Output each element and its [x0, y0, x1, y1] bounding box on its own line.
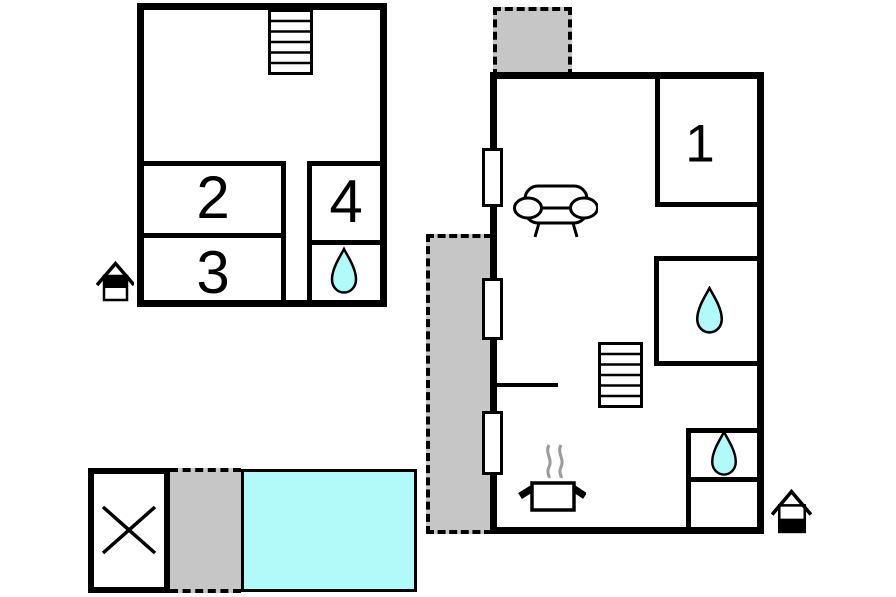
cooking-pot-icon: [518, 444, 586, 512]
terrace-strip: [170, 468, 241, 593]
wall-segment: [655, 202, 757, 207]
room-2-label: 2: [196, 164, 230, 231]
carport-box: [88, 468, 170, 593]
carport-cross-icon: [101, 505, 157, 555]
upper-floor-outline: [137, 3, 387, 307]
wall-segment: [686, 428, 757, 433]
room-4-label: 4: [329, 168, 363, 235]
room-3-label: 3: [196, 239, 230, 306]
staircase-icon: [598, 342, 643, 408]
window-icon: [482, 148, 503, 207]
swimming-pool: [241, 469, 417, 592]
wall-segment: [144, 161, 286, 166]
kitchen-stub-wall: [497, 383, 558, 387]
wall-segment: [307, 161, 380, 166]
window-icon: [482, 411, 503, 475]
wall-segment: [654, 256, 659, 366]
water-drop-icon: [330, 246, 358, 294]
wall-segment: [307, 161, 312, 300]
wall-segment: [654, 256, 757, 261]
water-drop-icon: [711, 430, 737, 476]
room-1-label: 1: [685, 114, 715, 174]
wall-segment: [686, 477, 757, 482]
wall-segment: [654, 361, 757, 366]
staircase-icon: [268, 9, 313, 75]
terrace-top: [493, 7, 572, 77]
entrance-house-icon: [771, 488, 812, 534]
wall-segment: [312, 240, 380, 245]
wall-segment: [144, 233, 281, 238]
wall-segment: [655, 79, 660, 207]
window-icon: [482, 278, 503, 340]
wall-segment: [281, 161, 286, 300]
terrace-side: [426, 234, 492, 534]
entrance-house-icon: [96, 260, 134, 302]
water-drop-icon: [695, 286, 724, 334]
sofa-icon: [513, 184, 598, 238]
